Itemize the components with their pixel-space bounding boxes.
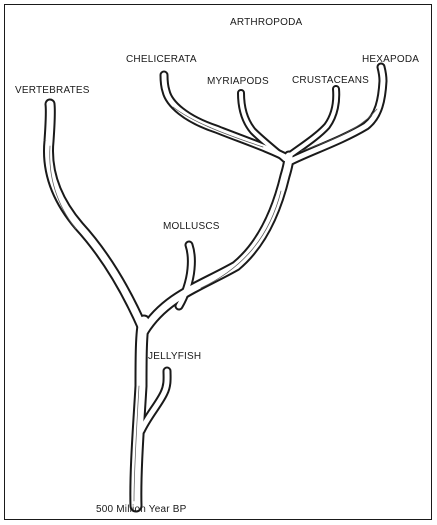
crustaceans-label: CRUSTACEANS — [292, 75, 369, 86]
myriapods-label: MYRIAPODS — [207, 76, 269, 87]
jellyfish-label: JELLYFISH — [148, 351, 201, 362]
arthropoda-label: ARTHROPODA — [230, 17, 302, 28]
hatch-strokes — [50, 107, 377, 501]
vertebrates-label: VERTEBRATES — [15, 85, 90, 96]
molluscs-label: MOLLUSCS — [163, 221, 220, 232]
root-time-label: 500 Million Year BP — [96, 504, 187, 515]
chelicerata-label: CHELICERATA — [126, 54, 197, 65]
diagram-frame: ARTHROPODA CHELICERATA MYRIAPODS CRUSTAC… — [4, 4, 432, 520]
branch-outlines — [48, 67, 383, 506]
hexapoda-label: HEXAPODA — [362, 54, 419, 65]
